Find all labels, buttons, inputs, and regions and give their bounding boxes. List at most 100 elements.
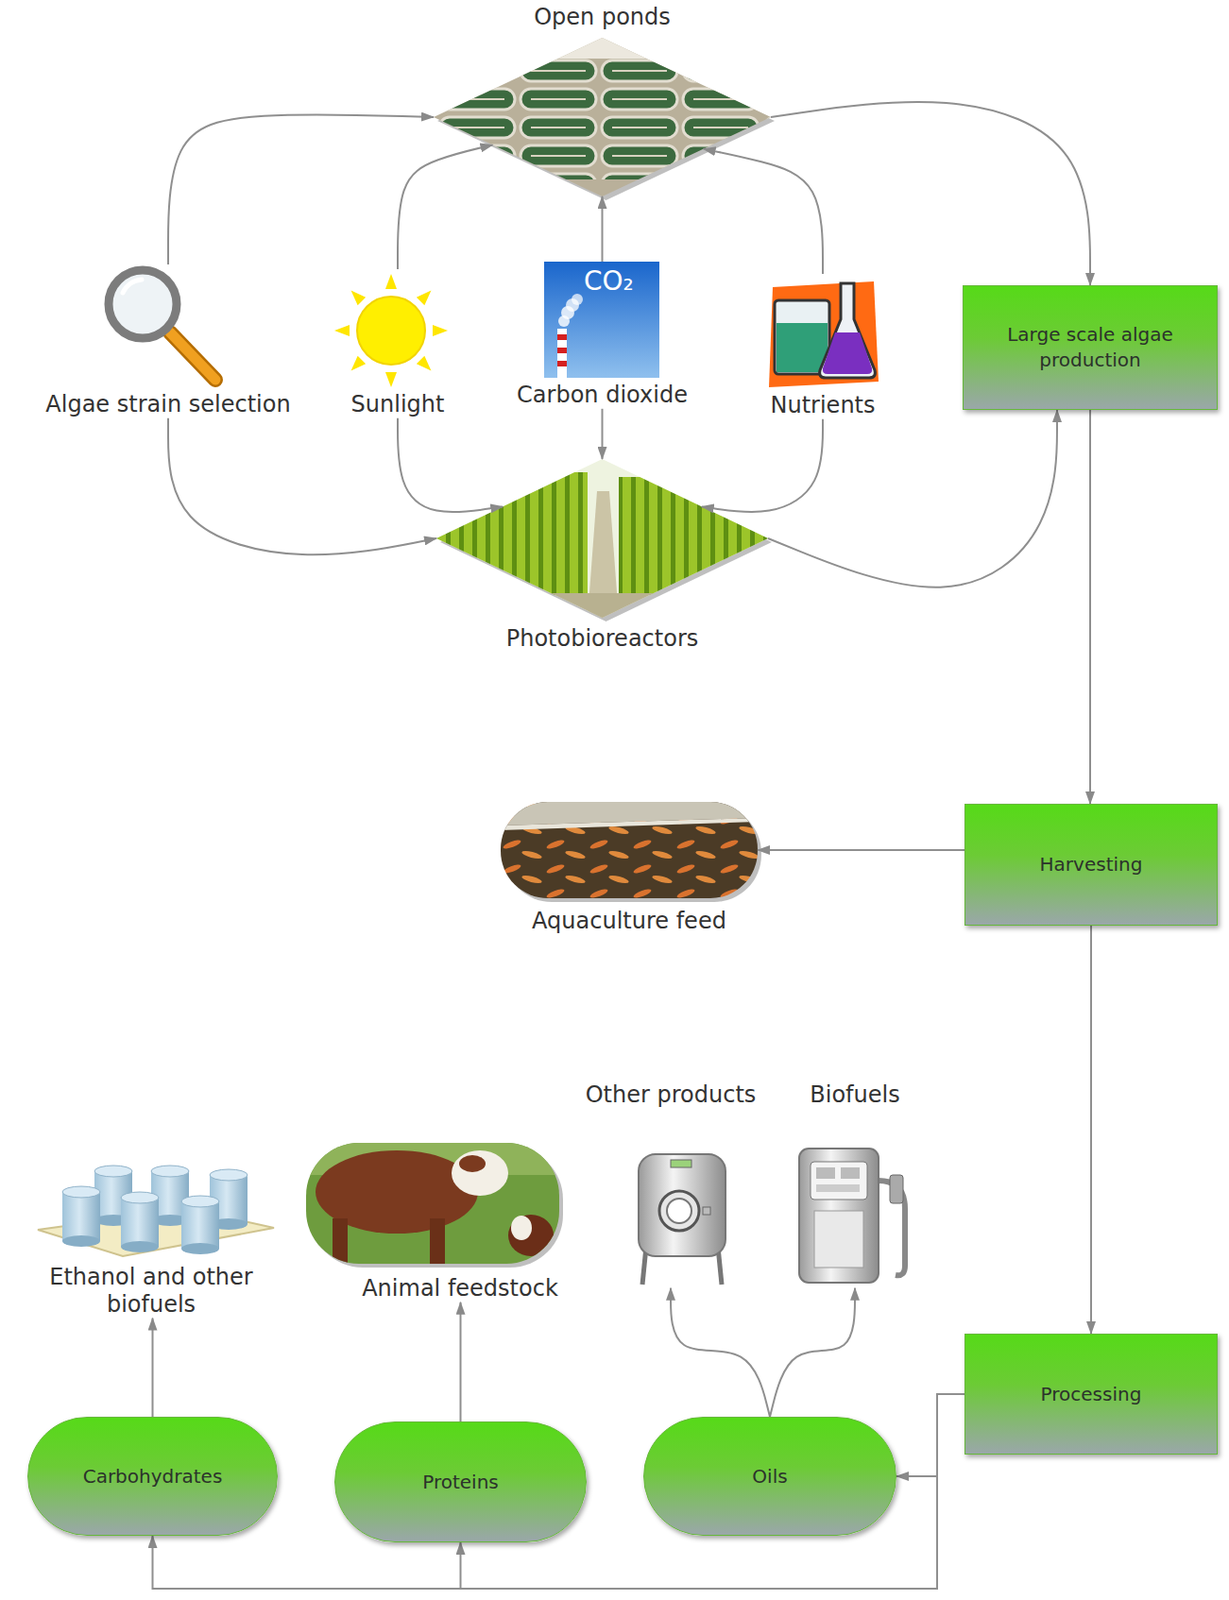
storage-tanks-icon-part [181, 1243, 220, 1255]
node-caption: Photobioreactors [436, 625, 769, 653]
fuel-pump-icon-part [889, 1175, 904, 1204]
cattle-photo-part [508, 1214, 554, 1257]
sunlight-icon-node: Sunlight [326, 269, 469, 419]
open-ponds-photo-part [433, 37, 771, 197]
nutrients-icon-part [819, 283, 876, 378]
nutrients-icon-part [822, 332, 872, 375]
sun-icon-part [334, 324, 350, 337]
box-label: Proteins [422, 1469, 499, 1496]
sun-icon-part [385, 372, 397, 388]
nutrients-icon [768, 281, 879, 388]
flow-arrow [601, 409, 604, 460]
fraction-pill: Oils [643, 1416, 897, 1537]
fuel-pump-icon-part [814, 1211, 864, 1268]
vessel-icon-part [702, 1207, 711, 1215]
cattle-photo-part [429, 1218, 445, 1264]
node-caption: Other products [585, 1081, 757, 1110]
icon-space [822, 273, 824, 393]
sun-icon-part [357, 296, 426, 365]
node-caption: Animal feedstock [361, 1275, 559, 1303]
flow-arrow [701, 419, 823, 513]
flow-arrow [768, 409, 1058, 588]
aquaculture-photo-part [500, 818, 758, 831]
product-image-node: Aquaculture feed [500, 802, 758, 936]
co2-icon-part [557, 334, 567, 341]
storage-tanks-icon-part [120, 1192, 159, 1204]
node-caption: Ethanol and other biofuels [47, 1263, 256, 1319]
box-label: Harvesting [1040, 852, 1144, 878]
fuel-pump-icon [799, 1148, 905, 1283]
flow-arrow [1089, 409, 1092, 804]
fuel-pump-icon-part [840, 1167, 860, 1179]
product-image-node: Animal feedstock [323, 1143, 598, 1303]
box-label: Oils [751, 1464, 787, 1490]
sun-icon-part [346, 286, 366, 306]
storage-tanks-icon-part [209, 1169, 248, 1181]
sun-icon-part [432, 324, 448, 337]
storage-tanks-icon-part [94, 1165, 133, 1178]
sun-icon-part [346, 356, 366, 376]
node-caption: Nutrients [770, 392, 876, 420]
co2-icon-part [557, 347, 567, 354]
process-box: Large scale algae production [962, 285, 1218, 410]
co2-icon-part [557, 360, 567, 367]
node-caption: Carbon dioxide [516, 381, 688, 410]
storage-tanks-icon-part [62, 1235, 101, 1247]
aquaculture-photo-part [500, 802, 758, 899]
co2-icon [544, 261, 660, 378]
box-label: Large scale algae production [980, 322, 1200, 374]
nutrients-icon-part [776, 323, 828, 373]
co2-icon-part [557, 328, 567, 378]
pond-diamond: Open ponds [433, 37, 771, 197]
reactor-diamond: Photobioreactors [436, 459, 769, 618]
fraction-pill: Proteins [334, 1421, 587, 1543]
flow-arrow [397, 418, 503, 513]
nutrients-icon-part [774, 300, 830, 375]
cattle-photo-part [306, 1143, 560, 1264]
vessel-icon-part [666, 1198, 692, 1224]
strain-icon-node: Algae strain selection [7, 264, 329, 419]
storage-tanks-icon-part [62, 1192, 101, 1242]
co2-caption: CO₂ [583, 265, 634, 297]
flow-arrow [670, 1288, 770, 1417]
photobioreactor-photo-part [436, 459, 769, 618]
cattle-photo-part [451, 1150, 509, 1196]
co2-icon-part [544, 261, 660, 378]
icon-space [397, 269, 399, 392]
node-caption: Sunlight [351, 391, 445, 419]
storage-tanks-icon-part [151, 1165, 189, 1178]
fuel-pump-icon-part [816, 1167, 836, 1179]
cattle-photo [306, 1143, 564, 1268]
cattle-photo-part [511, 1215, 532, 1241]
aquaculture-photo-part [500, 802, 758, 899]
photobioreactor-photo [436, 459, 772, 622]
sun-icon-part [385, 273, 397, 290]
cattle-photo-part [332, 1218, 348, 1264]
vessel-icon-part [659, 1191, 700, 1231]
photobioreactor-photo-part [436, 472, 588, 596]
flow-arrow [601, 196, 604, 262]
photobioreactor-photo-part [436, 593, 769, 618]
storage-tanks-icon-part [181, 1195, 220, 1208]
nutrients-icon-node: Nutrients [728, 273, 918, 420]
photobioreactor-photo-part [618, 477, 769, 596]
fuel-pump-icon-part [810, 1161, 868, 1200]
product-icon-node: Biofuels [784, 1081, 926, 1289]
product-icon-node: Other products [562, 1081, 780, 1289]
magnifier-icon-part [122, 279, 142, 293]
vessel-icon [638, 1154, 726, 1285]
node-caption: Biofuels [809, 1081, 900, 1110]
flow-arrow [703, 149, 823, 274]
fraction-pill: Carbohydrates [27, 1416, 278, 1537]
open-ponds-photo-part [433, 37, 771, 197]
process-box: Harvesting [964, 803, 1218, 926]
process-box: Processing [964, 1333, 1218, 1455]
vessel-icon-part [670, 1160, 692, 1168]
cattle-photo-part [459, 1155, 486, 1173]
co2-icon-part [571, 293, 583, 306]
storage-tanks-icon [37, 1165, 274, 1257]
open-ponds-photo-part [547, 37, 662, 59]
flow-arrow [757, 849, 965, 852]
icon-space [854, 1109, 856, 1289]
